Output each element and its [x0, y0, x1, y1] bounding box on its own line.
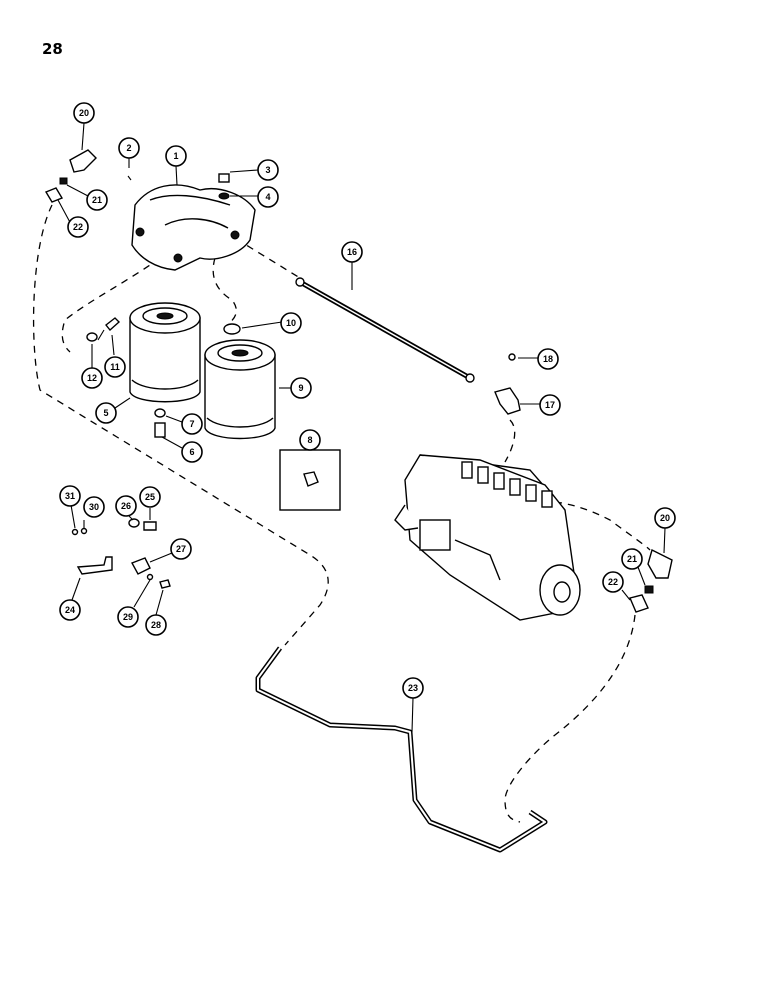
- callout-26: 26: [115, 495, 137, 517]
- callout-10: 10: [280, 312, 302, 334]
- svg-text:17: 17: [545, 400, 555, 410]
- svg-text:25: 25: [145, 492, 155, 502]
- svg-text:18: 18: [543, 354, 553, 364]
- callout-28: 28: [145, 614, 167, 636]
- callout-3: 3: [257, 159, 279, 181]
- leader-lines: [57, 122, 666, 733]
- fuel-line: [295, 277, 475, 383]
- svg-text:21: 21: [92, 195, 102, 205]
- svg-text:29: 29: [123, 612, 133, 622]
- callout-22-top: 22: [67, 216, 89, 238]
- callout-5: 5: [95, 402, 117, 424]
- svg-text:5: 5: [103, 408, 108, 418]
- svg-text:20: 20: [79, 108, 89, 118]
- callout-18: 18: [537, 348, 559, 370]
- callout-30: 30: [83, 496, 105, 518]
- callout-17: 17: [539, 394, 561, 416]
- filter-element-left: [129, 302, 201, 403]
- callout-6: 6: [181, 441, 203, 463]
- callout-27: 27: [170, 538, 192, 560]
- callout-23: 23: [402, 677, 424, 699]
- callout-1: 1: [165, 145, 187, 167]
- svg-text:11: 11: [110, 362, 120, 372]
- callout-2: 2: [118, 137, 140, 159]
- callout-21-right: 21: [621, 548, 643, 570]
- callout-4: 4: [257, 186, 279, 208]
- injection-pump: [394, 454, 581, 621]
- svg-text:26: 26: [121, 501, 131, 511]
- svg-text:27: 27: [176, 544, 186, 554]
- callout-24: 24: [59, 599, 81, 621]
- small-parts-top: [44, 149, 241, 438]
- svg-text:2: 2: [126, 143, 131, 153]
- bracket-parts: [71, 518, 171, 589]
- filter-head: [131, 184, 256, 271]
- svg-text:4: 4: [265, 192, 270, 202]
- callout-9: 9: [290, 377, 312, 399]
- elbow-fitting: [494, 353, 521, 415]
- svg-text:10: 10: [286, 318, 296, 328]
- callout-11: 11: [104, 356, 126, 378]
- callout-31: 31: [59, 485, 81, 507]
- svg-text:30: 30: [89, 502, 99, 512]
- callout-12: 12: [81, 367, 103, 389]
- svg-text:8: 8: [307, 435, 312, 445]
- page-number: 28: [42, 40, 63, 58]
- svg-text:12: 12: [87, 373, 97, 383]
- callout-25: 25: [139, 486, 161, 508]
- svg-text:22: 22: [608, 577, 618, 587]
- callout-20-right: 20: [654, 507, 676, 529]
- svg-text:1: 1: [173, 151, 178, 161]
- small-parts-right: [629, 548, 673, 613]
- svg-text:3: 3: [265, 165, 270, 175]
- return-tube: [255, 646, 548, 853]
- callout-8: 8: [299, 429, 321, 451]
- callout-21-top: 21: [86, 189, 108, 211]
- svg-text:7: 7: [189, 419, 194, 429]
- svg-text:23: 23: [408, 683, 418, 693]
- svg-text:31: 31: [65, 491, 75, 501]
- svg-text:24: 24: [65, 605, 75, 615]
- pump-outlets: [461, 461, 553, 508]
- filter-element-right: [204, 339, 276, 440]
- svg-text:21: 21: [627, 554, 637, 564]
- svg-text:16: 16: [347, 247, 357, 257]
- callout-16: 16: [341, 241, 363, 263]
- svg-text:20: 20: [660, 513, 670, 523]
- inset-box: [279, 449, 341, 511]
- callout-7: 7: [181, 413, 203, 435]
- callout-22-right: 22: [602, 571, 624, 593]
- svg-text:6: 6: [189, 447, 194, 457]
- svg-text:22: 22: [73, 222, 83, 232]
- svg-text:28: 28: [151, 620, 161, 630]
- callout-29: 29: [117, 606, 139, 628]
- svg-text:9: 9: [298, 383, 303, 393]
- callout-20-top: 20: [73, 102, 95, 124]
